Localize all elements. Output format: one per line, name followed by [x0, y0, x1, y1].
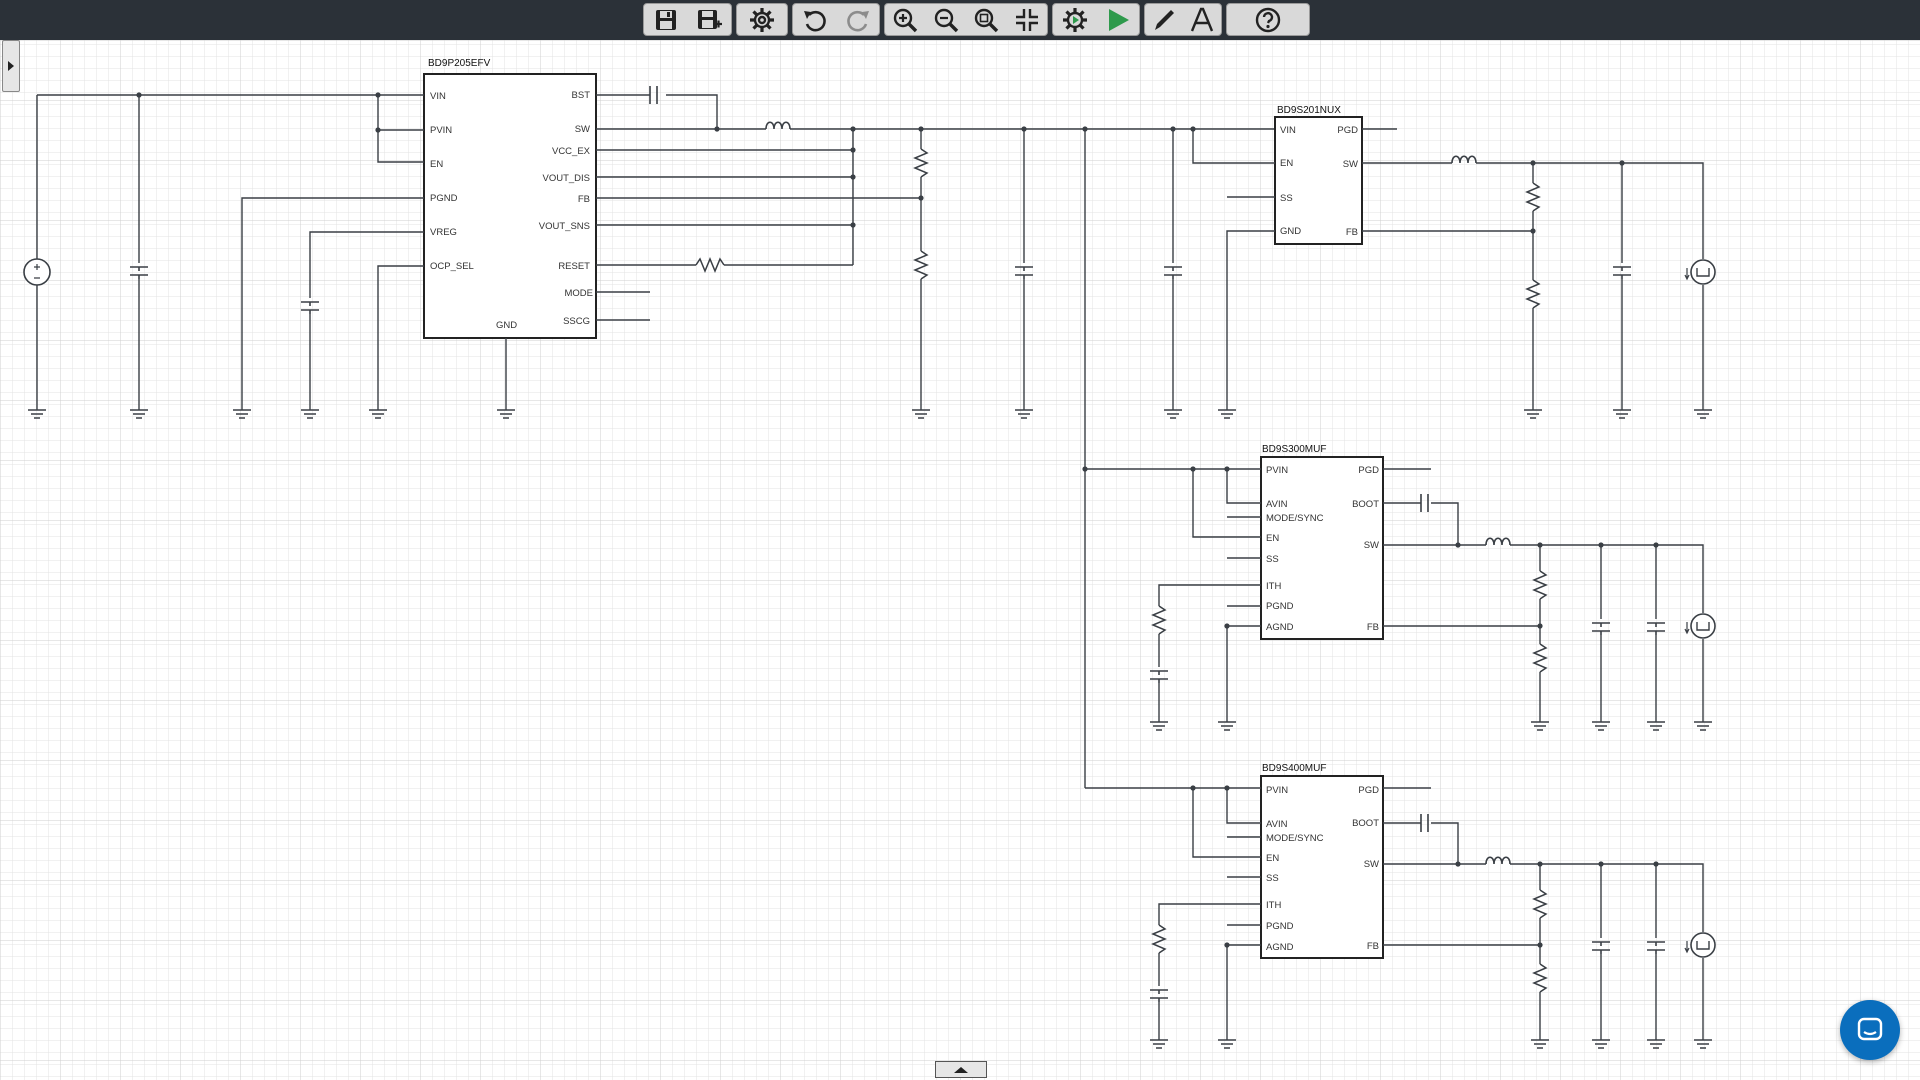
settings-gear-icon[interactable]	[746, 5, 778, 35]
u4-pin-agnd: AGND	[1266, 942, 1294, 953]
pin-pgnd: PGND	[430, 193, 458, 204]
part-name-u1: BD9P205EFV	[428, 58, 491, 69]
save-icon[interactable]	[650, 5, 682, 35]
u4-pin-en: EN	[1266, 853, 1279, 864]
chevron-up-icon	[954, 1066, 968, 1073]
zoom-group	[884, 3, 1048, 36]
boot-capacitor-u4[interactable]	[1420, 814, 1429, 832]
u3-pin-pvin: PVIN	[1266, 465, 1288, 476]
chevron-right-icon	[8, 61, 14, 71]
pin-vin: VIN	[430, 91, 446, 102]
pin-sw: SW	[575, 124, 590, 135]
u2-pin-vin: VIN	[1280, 125, 1296, 136]
pin-pvin: PVIN	[430, 125, 452, 136]
text-icon[interactable]	[1186, 5, 1218, 35]
u4-pin-fb: FB	[1367, 941, 1379, 952]
part-bd9s300muf[interactable]: BD9S300MUF PVIN AVIN MODE/SYNC EN SS ITH…	[1260, 444, 1384, 640]
u2-pin-ss: SS	[1280, 193, 1293, 204]
u3-pin-boot: BOOT	[1352, 499, 1379, 510]
pin-mode: MODE	[565, 288, 594, 299]
pin-sscg: SSCG	[563, 316, 590, 327]
part-name-u3: BD9S300MUF	[1262, 444, 1326, 455]
grid-background	[0, 40, 1920, 1080]
chat-icon	[1857, 1017, 1883, 1041]
run-simulation-icon[interactable]	[1102, 5, 1134, 35]
junction-dots	[136, 92, 1659, 948]
u3-pin-fb: FB	[1367, 622, 1379, 633]
pin-gnd: GND	[496, 320, 517, 331]
part-name-u4: BD9S400MUF	[1262, 763, 1326, 774]
simulation-settings-icon[interactable]	[1059, 5, 1091, 35]
pin-bst: BST	[572, 90, 591, 101]
undo-icon[interactable]	[799, 5, 831, 35]
help-icon[interactable]	[1252, 5, 1284, 35]
pin-vout-sns: VOUT_SNS	[539, 221, 590, 232]
u2-pin-fb: FB	[1346, 227, 1358, 238]
u3-pin-sw: SW	[1364, 540, 1379, 551]
pin-vcc-ex: VCC_EX	[552, 146, 591, 157]
pin-vreg: VREG	[430, 227, 457, 238]
save-as-icon[interactable]	[693, 5, 725, 35]
bst-capacitor[interactable]	[649, 86, 658, 104]
u4-pin-boot: BOOT	[1352, 818, 1379, 829]
u3-pin-pgnd: PGND	[1266, 601, 1294, 612]
pin-reset: RESET	[558, 261, 590, 272]
settings-group	[736, 3, 788, 36]
u4-pin-ss: SS	[1266, 873, 1279, 884]
pencil-icon[interactable]	[1148, 5, 1180, 35]
redo-icon[interactable]	[842, 5, 874, 35]
u3-pin-en: EN	[1266, 533, 1279, 544]
u3-pin-agnd: AGND	[1266, 622, 1294, 633]
u4-pin-pgnd: PGND	[1266, 921, 1294, 932]
help-group	[1226, 3, 1310, 36]
pin-ocp-sel: OCP_SEL	[430, 261, 474, 272]
schematic-canvas[interactable]: BD9P205EFV VIN PVIN EN PGND VREG OCP_SEL…	[0, 40, 1920, 1080]
chat-launcher-button[interactable]	[1840, 1000, 1900, 1060]
u4-pin-pvin: PVIN	[1266, 785, 1288, 796]
input-voltage-source[interactable]	[23, 258, 51, 286]
u3-pin-ith: ITH	[1266, 581, 1281, 592]
history-group	[792, 3, 880, 36]
u2-pin-pgd: PGD	[1337, 125, 1358, 136]
u4-pin-avin: AVIN	[1266, 819, 1288, 830]
drawing-group	[1144, 3, 1222, 36]
top-toolbar	[0, 0, 1920, 40]
pin-vout-dis: VOUT_DIS	[542, 173, 590, 184]
u3-pin-mode-sync: MODE/SYNC	[1266, 513, 1324, 524]
file-group	[643, 3, 732, 36]
zoom-fit-icon[interactable]	[970, 5, 1002, 35]
u2-pin-sw: SW	[1343, 159, 1358, 170]
part-name-u2: BD9S201NUX	[1277, 105, 1341, 116]
simulation-group	[1052, 3, 1140, 36]
bottom-panel-toggle[interactable]	[935, 1061, 987, 1078]
fit-center-icon[interactable]	[1011, 5, 1043, 35]
u4-pin-pgd: PGD	[1358, 785, 1379, 796]
zoom-out-icon[interactable]	[930, 5, 962, 35]
u4-pin-sw: SW	[1364, 859, 1379, 870]
part-bd9s400muf[interactable]: BD9S400MUF PVIN AVIN MODE/SYNC EN SS ITH…	[1260, 763, 1384, 959]
u4-pin-ith: ITH	[1266, 900, 1281, 911]
pin-fb: FB	[578, 194, 590, 205]
boot-capacitor-u3[interactable]	[1420, 494, 1429, 512]
part-bd9p205efv[interactable]: BD9P205EFV VIN PVIN EN PGND VREG OCP_SEL…	[423, 58, 597, 339]
side-panel-toggle[interactable]	[2, 40, 20, 92]
zoom-in-icon[interactable]	[889, 5, 921, 35]
u2-pin-en: EN	[1280, 158, 1293, 169]
reset-pullup-resistor[interactable]	[695, 257, 725, 273]
pin-en: EN	[430, 159, 443, 170]
u3-pin-avin: AVIN	[1266, 499, 1288, 510]
part-bd9s201nux[interactable]: BD9S201NUX VIN EN SS GND PGD SW FB	[1274, 105, 1363, 245]
u3-pin-ss: SS	[1266, 554, 1279, 565]
u4-pin-mode-sync: MODE/SYNC	[1266, 833, 1324, 844]
u2-pin-gnd: GND	[1280, 226, 1301, 237]
u3-pin-pgd: PGD	[1358, 465, 1379, 476]
